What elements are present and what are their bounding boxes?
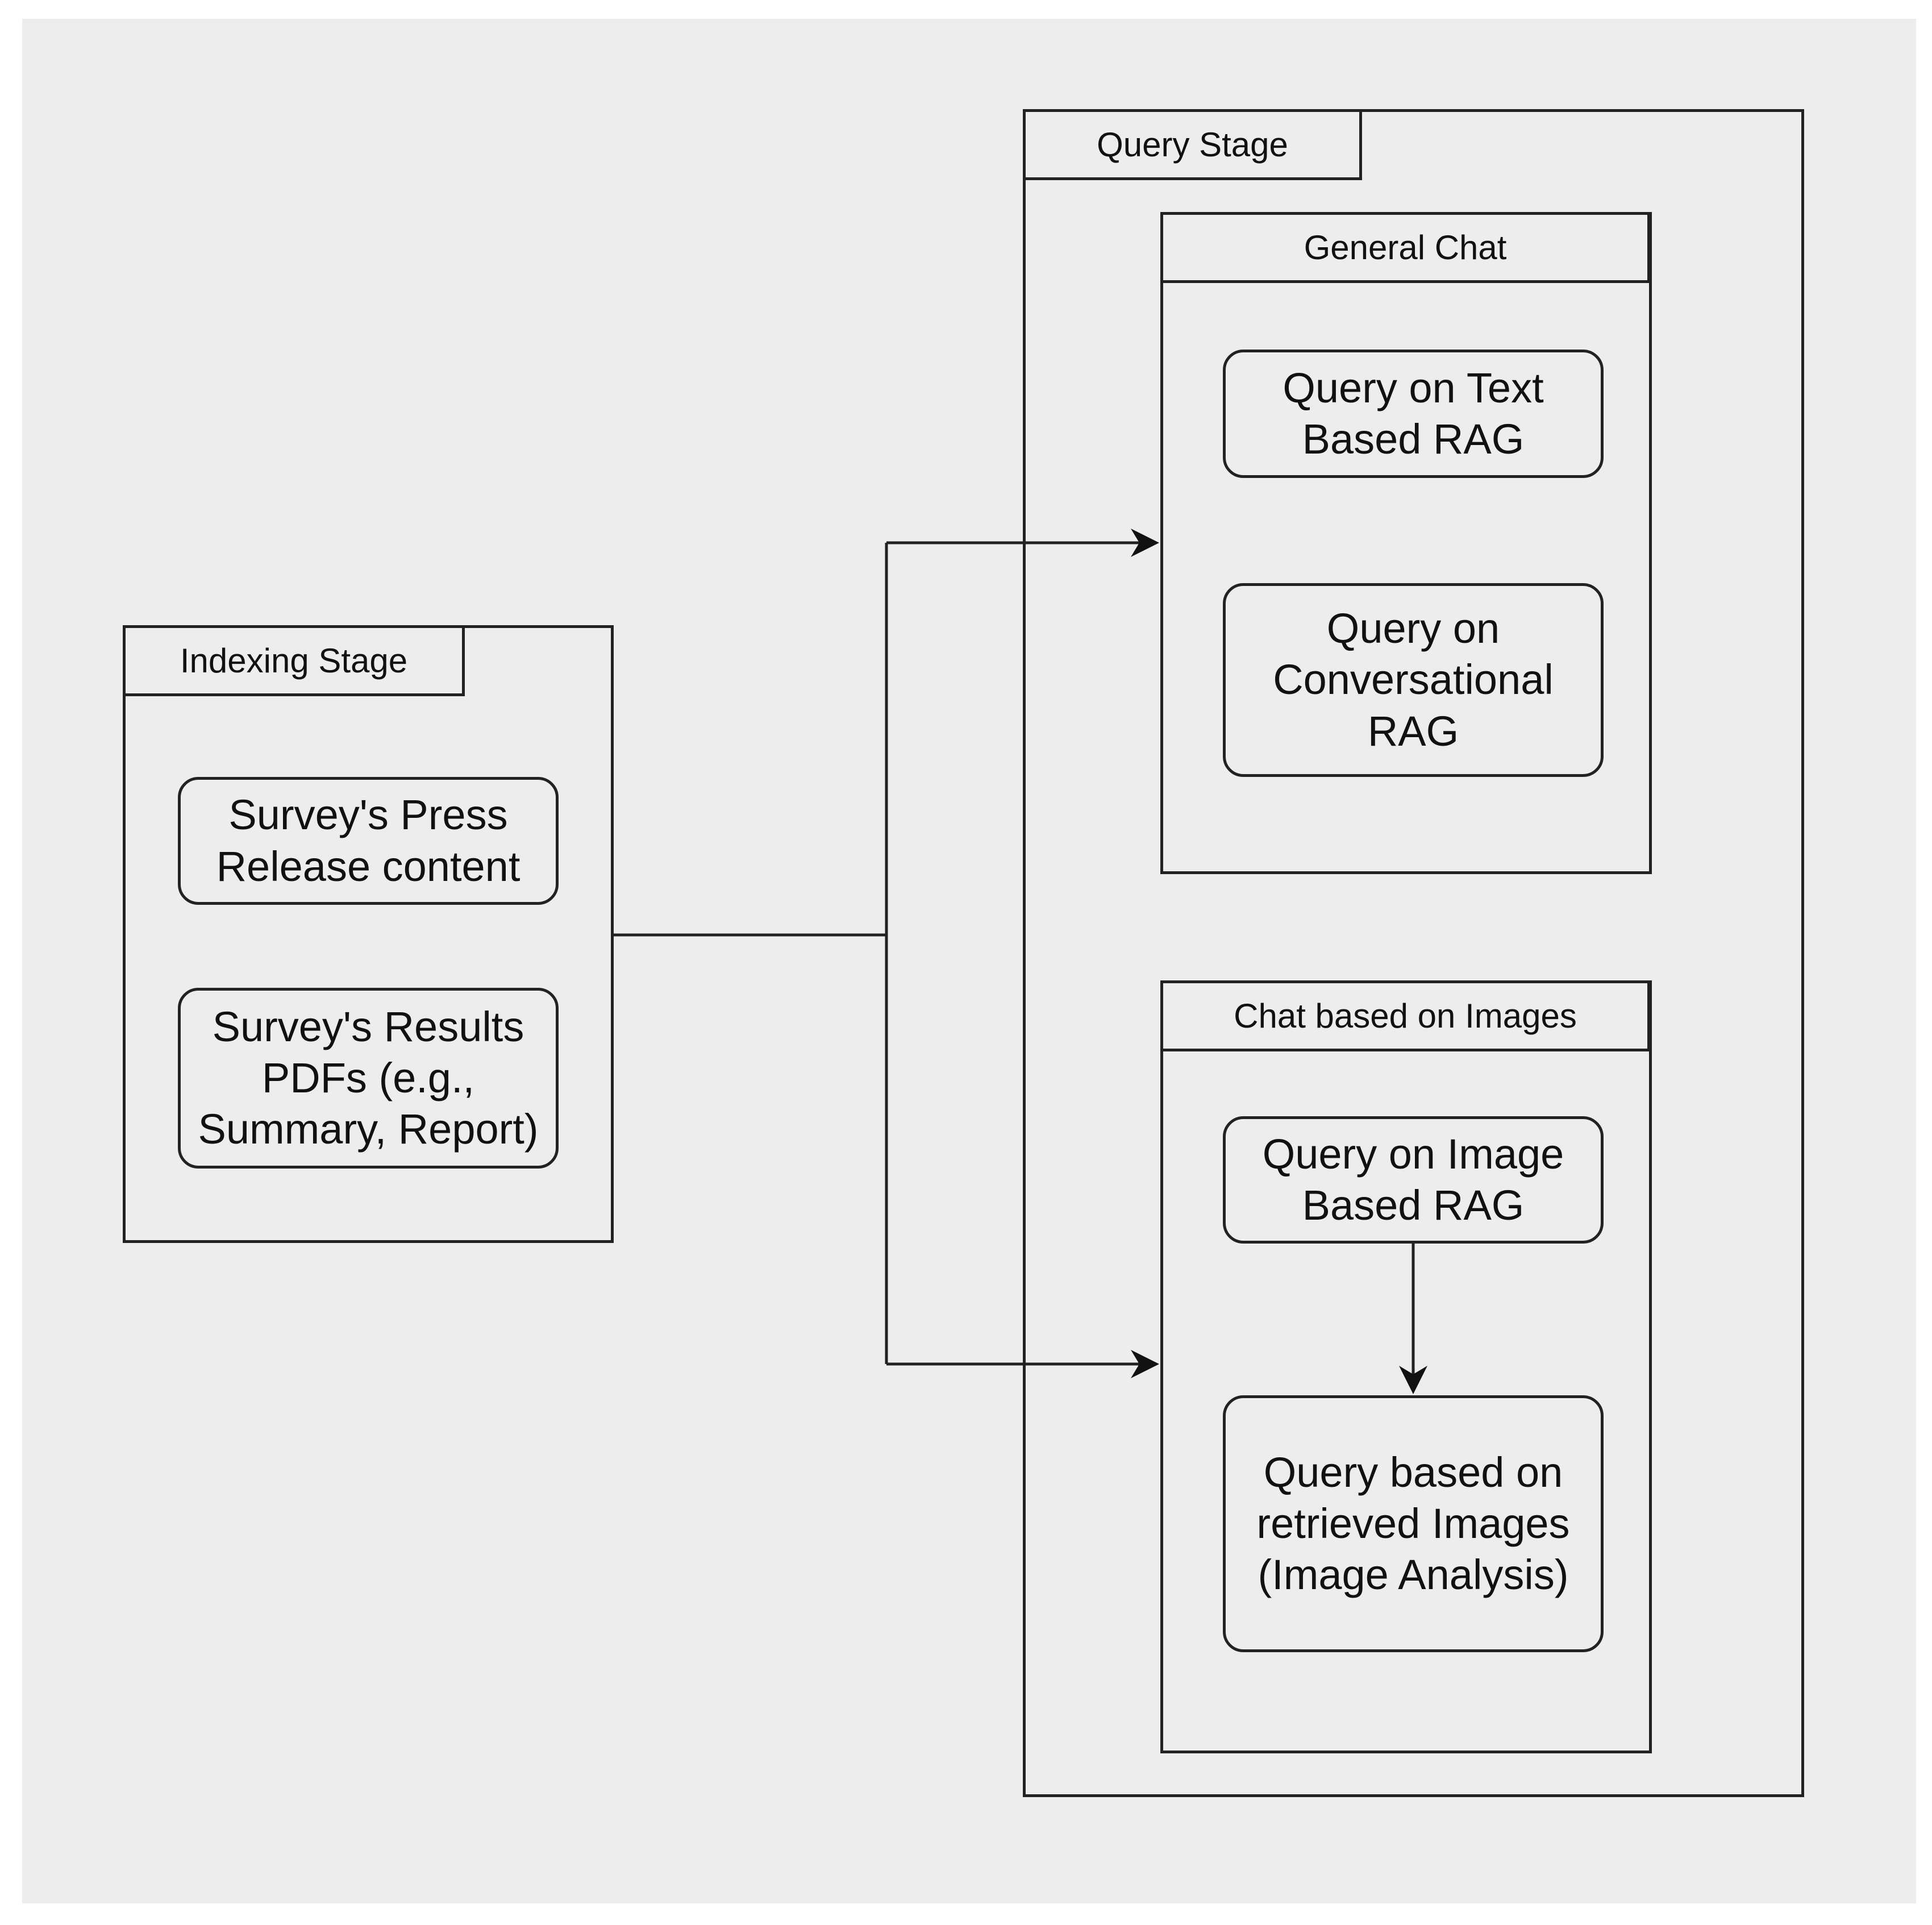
text-rag-label: Query on Text Based RAG [1283, 364, 1544, 463]
conversational-rag-label: Query on Conversational RAG [1273, 605, 1554, 755]
results-pdfs-label: Survey's Results PDFs (e.g., Summary, Re… [198, 1003, 539, 1153]
image-chat-title: Chat based on Images [1160, 980, 1650, 1051]
query-stage-title: Query Stage [1023, 109, 1362, 180]
press-release-label: Survey's Press Release content [216, 791, 521, 890]
text-rag-node: Query on Text Based RAG [1223, 350, 1604, 478]
indexing-stage-title: Indexing Stage [123, 625, 465, 696]
image-rag-label: Query on Image Based RAG [1262, 1130, 1564, 1229]
query-stage-frame [1023, 109, 1804, 1797]
conversational-rag-node: Query on Conversational RAG [1223, 583, 1604, 777]
results-pdfs-node: Survey's Results PDFs (e.g., Summary, Re… [178, 988, 559, 1169]
image-analysis-node: Query based on retrieved Images (Image A… [1223, 1395, 1604, 1652]
image-analysis-label: Query based on retrieved Images (Image A… [1256, 1448, 1570, 1599]
image-rag-node: Query on Image Based RAG [1223, 1116, 1604, 1244]
general-chat-title: General Chat [1160, 212, 1650, 283]
press-release-node: Survey's Press Release content [178, 777, 559, 905]
